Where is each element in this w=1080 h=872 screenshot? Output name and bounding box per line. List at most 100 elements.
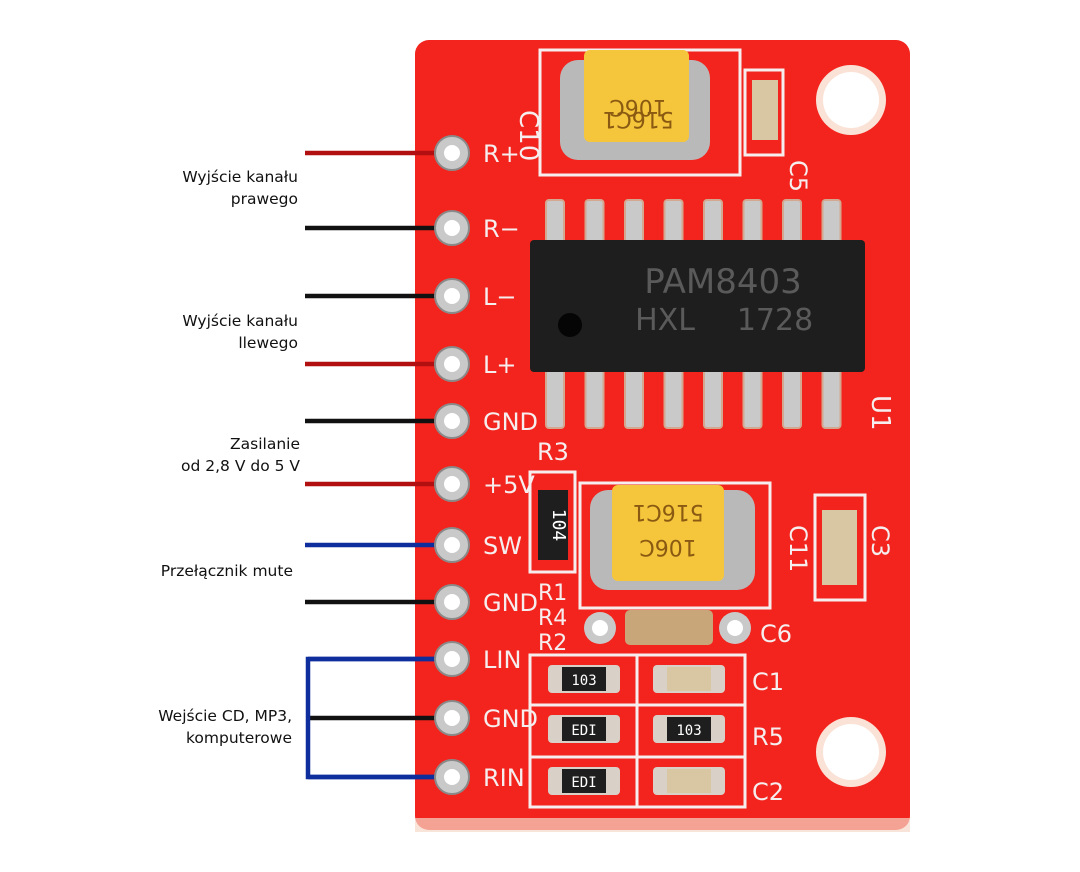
cap-marking-bottom: 106C <box>609 94 666 119</box>
smd-part-5: EDI <box>548 767 620 795</box>
pin-pad-6 <box>434 466 470 502</box>
chip-pin-top-4 <box>663 199 684 245</box>
pin-label-6: +5V <box>483 471 535 499</box>
label-right-output: Wyjście kanału prawego <box>182 166 298 210</box>
label-power: Zasilanie od 2,8 V do 5 V <box>181 433 300 477</box>
chip-line1: PAM8403 <box>644 262 801 302</box>
silk-c5: C5 <box>784 160 812 192</box>
silk-r3: R3 <box>537 438 569 466</box>
smd-part-3: EDI <box>548 715 620 743</box>
chip-pin-bottom-2 <box>584 367 605 429</box>
label-right-output-line1: Wyjście kanału <box>182 168 298 186</box>
input-bracket-wire <box>305 656 452 780</box>
pin-label-11: RIN <box>483 764 525 792</box>
chip-pin-bottom-1 <box>545 367 565 429</box>
cap-marking-top: 516C1 <box>602 106 673 131</box>
chip-pin-top-3 <box>624 199 644 245</box>
chip-pin-bottom-4 <box>663 367 684 429</box>
label-power-line2: od 2,8 V do 5 V <box>181 457 300 475</box>
pin-pad-11 <box>434 759 470 795</box>
capacitor-middle <box>612 485 724 581</box>
label-power-line1: Zasilanie <box>230 435 300 453</box>
label-input: Wejście CD, MP3, komputerowe <box>158 705 292 749</box>
chip-pin-top-2 <box>584 199 605 245</box>
svg-text:103: 103 <box>571 673 596 689</box>
pin-pad-1 <box>434 135 470 171</box>
chip-pam8403 <box>530 240 865 372</box>
chip-line2-right: 1728 <box>737 303 813 338</box>
pin-label-3: L− <box>483 283 516 311</box>
chip-pin-bottom-8 <box>821 367 842 429</box>
chip-pin-bottom-3 <box>624 367 644 429</box>
pcb-edge <box>415 818 910 832</box>
svg-text:EDI: EDI <box>571 775 596 791</box>
label-input-line1: Wejście CD, MP3, <box>158 707 292 725</box>
component-c5 <box>752 80 778 140</box>
silk-c11: C11 <box>784 525 812 572</box>
svg-text:103: 103 <box>676 723 701 739</box>
pin-pad-4 <box>434 346 470 382</box>
pin-pad-8 <box>434 584 470 620</box>
chip-pins-bottom <box>545 367 842 429</box>
pin-label-4: L+ <box>483 351 516 379</box>
silk-c1: C1 <box>752 668 784 696</box>
chip-line2-left: HXL <box>635 303 695 338</box>
c3-outline <box>813 493 867 602</box>
pin-label-1: R+ <box>483 140 520 168</box>
chip-pin-top-5 <box>703 199 723 245</box>
pin-label-7: SW <box>483 532 522 560</box>
pin-pad-7 <box>434 527 470 563</box>
pin-pad-2 <box>434 210 470 246</box>
pin-label-10: GND <box>483 705 538 733</box>
smd-part-6 <box>653 767 725 795</box>
smd-part-4: 103 <box>653 715 725 743</box>
silk-u1: U1 <box>865 395 895 431</box>
chip-pins-top <box>545 199 842 245</box>
pin-header <box>434 135 470 795</box>
label-mute: Przełącznik mute <box>161 560 293 582</box>
smd-part-1: 103 <box>548 665 620 693</box>
cap2-marking-bottom: 106C <box>639 534 696 559</box>
chip-pin-bottom-6 <box>742 367 763 429</box>
silk-r2: R2 <box>538 631 567 656</box>
component-c3 <box>822 510 857 585</box>
silk-r1: R1 <box>538 581 567 606</box>
label-left-output-line2: llewego <box>238 334 298 352</box>
r3-outline <box>528 470 577 574</box>
pin-label-9: LIN <box>483 646 521 674</box>
chip-pin-top-6 <box>742 199 763 245</box>
chip-pin-bottom-7 <box>782 367 802 429</box>
silk-r4: R4 <box>538 606 567 631</box>
pin-label-5: GND <box>483 408 538 436</box>
smd-part-2 <box>653 665 725 693</box>
silk-c2: C2 <box>752 778 784 806</box>
c-middle-outline <box>578 481 772 610</box>
pin-pad-3 <box>434 278 470 314</box>
svg-text:EDI: EDI <box>571 723 596 739</box>
cap2-marking-top: 516C1 <box>632 499 703 524</box>
chip-pin-top-1 <box>545 199 565 245</box>
pin-pad-9 <box>434 641 470 677</box>
label-right-output-line2: prawego <box>230 190 298 208</box>
label-mute-line1: Przełącznik mute <box>160 562 293 580</box>
resistor-r3 <box>538 490 568 560</box>
chip-pin-top-7 <box>782 199 802 245</box>
r3-code: 104 <box>548 509 569 542</box>
c5-outline <box>743 68 785 157</box>
capacitor-c10 <box>584 50 689 142</box>
pin-label-8: GND <box>483 589 538 617</box>
pin-labels: R+ R− L− L+ GND +5V SW GND LIN GND RIN <box>483 140 538 792</box>
pin-label-2: R− <box>483 215 520 243</box>
label-left-output: Wyjście kanału llewego <box>182 310 298 354</box>
silk-c6: C6 <box>760 620 792 648</box>
component-c6 <box>625 610 713 645</box>
silk-c3: C3 <box>866 525 894 557</box>
chip-pin-bottom-5 <box>703 367 723 429</box>
chip-pin1-dot <box>558 313 582 337</box>
silk-r5: R5 <box>752 723 784 751</box>
label-left-output-line1: Wyjście kanału <box>182 312 298 330</box>
label-input-line2: komputerowe <box>185 729 292 747</box>
